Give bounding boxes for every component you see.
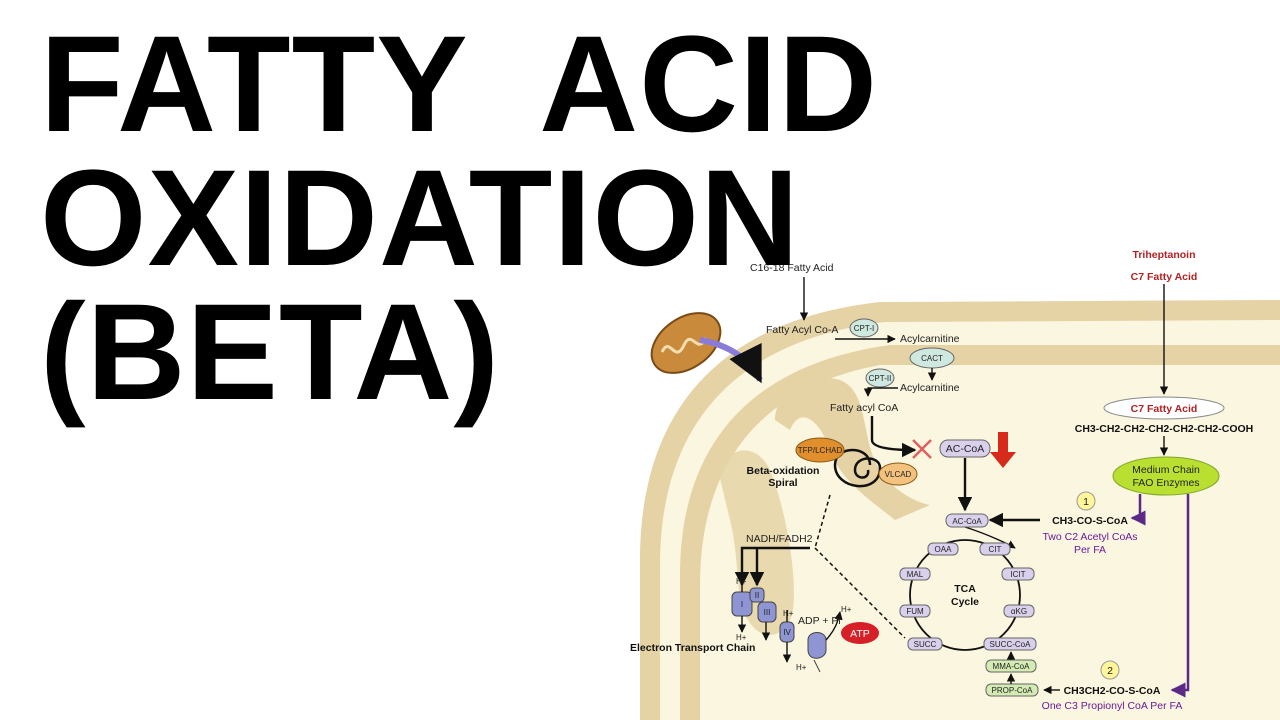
dashed-link-spiral [814,494,831,549]
beta-spiral-label-2: Spiral [768,477,797,489]
complex-iv-label: IV [783,628,791,637]
cpt1-enzyme [849,318,879,338]
fatty-acyl-coa-arrow [870,416,917,458]
dashed-link-tca [814,547,906,639]
title-line-2: OXIDATION [40,142,800,295]
vlcad-enzyme [878,462,918,486]
complex-iii-label: III [764,608,771,617]
cpt2-label: CPT-II [869,374,892,383]
acetyl-note-2: Per FA [1074,544,1106,556]
fatty-acyl-coa-top-label: Fatty Acyl Co-A [766,324,838,336]
page-title: FATTY ACID OXIDATION (BETA) [40,8,879,429]
complex-i-label: I [741,600,743,609]
cit-label: CIT [989,545,1002,554]
oaa-box [927,542,959,556]
atp-badge [841,622,879,644]
c16-18-label: C16-18 Fatty Acid [750,262,834,274]
prop-coa-box [985,683,1039,697]
akg-label: αKG [1011,607,1027,616]
tca-intermediates: OAA CIT MAL ICIT FUM αKG SUCC SUCC-CoA M… [899,542,1039,697]
fum-label: FUM [906,607,924,616]
electron-transport-chain: I II III IV [731,578,843,673]
succ-label: SUCC [914,640,937,649]
triheptanoin-label: Triheptanoin [1133,249,1196,261]
succ-coa-label: SUCC-CoA [990,640,1032,649]
propionyl-note: One C3 Propionyl CoA Per FA [1042,700,1183,712]
cpt2-enzyme [865,368,895,388]
cit-box [979,542,1011,556]
h-plus-2: H+ [736,633,747,642]
h-plus-4: H+ [841,605,852,614]
h-plus-3: H+ [783,609,794,618]
beta-oxidation-spiral: TFP/LCHAD VLCAD [795,437,918,488]
complex-ii-label: II [755,591,759,600]
succ-coa-box [983,637,1037,651]
purple-arrow-propionyl [1170,494,1190,698]
icit-box [1001,567,1035,581]
step1-badge [1076,491,1096,511]
propionyl-formula: CH3CH2-CO-S-CoA [1064,685,1161,697]
tca-label-1: TCA [954,583,976,595]
h-plus-1: H+ [736,577,747,586]
step2-badge [1100,660,1120,680]
mma-coa-label: MMA-CoA [993,662,1031,671]
ac-coa-top-label: AC-CoA [946,443,985,455]
acetyl-note-1: Two C2 Acetyl CoAs [1042,531,1137,543]
adp-pi-label: ADP + Pi [798,615,841,627]
c7-fatty-acid-box [1103,396,1225,420]
atp-label: ATP [850,628,870,640]
tfp-lchad-label: TFP/LCHAD [798,446,843,455]
medium-chain-label-1: Medium Chain [1132,464,1200,476]
ac-coa-cycle-box [945,513,989,528]
cpt1-label: CPT-I [854,324,874,333]
mal-label: MAL [907,570,924,579]
h-plus-5: H+ [796,663,807,672]
mal-box [899,567,931,581]
tfp-lchad-enzyme [795,437,845,463]
nadh-arrow-1 [734,546,810,587]
etc-label: Electron Transport Chain [630,642,755,654]
prop-coa-label: PROP-CoA [992,686,1034,695]
c7-fatty-acid-box-label: C7 Fatty Acid [1131,403,1198,415]
title-line-1: FATTY ACID [40,8,879,161]
cpt2-arrow [863,387,898,397]
complex-ii [749,587,765,603]
ac-coa-cycle-label: AC-CoA [952,517,982,526]
akg-box [1003,604,1035,618]
oaa-label: OAA [935,545,953,554]
vlcad-label: VLCAD [885,470,912,479]
tca-cycle [909,526,1021,651]
acylcarnitine-1-label: Acylcarnitine [900,333,960,345]
fatty-acyl-coa-inner-label: Fatty acyl CoA [830,402,898,414]
medium-chain-fao-enzymes [1112,456,1220,496]
icit-label: ICIT [1010,570,1025,579]
title-line-3: (BETA) [40,276,501,429]
step2-label: 2 [1107,665,1113,677]
blocked-x-icon [912,439,932,459]
mitochondrion-icon [650,312,763,384]
acetyl-formula: CH3-CO-S-CoA [1052,515,1128,527]
c7-fatty-acid-top-label: C7 Fatty Acid [1131,271,1198,283]
complex-iii [757,601,777,623]
medium-chain-label-2: FAO Enzymes [1132,477,1199,489]
tca-label-2: Cycle [951,596,979,608]
succ-box [907,637,943,651]
c7-formula: CH3-CH2-CH2-CH2-CH2-CH2-COOH [1075,423,1254,435]
atp-synthase [807,632,827,673]
purple-arrow-acetyl [1130,494,1146,526]
fum-box [899,604,931,618]
step1-label: 1 [1083,496,1089,508]
ac-coa-top-box [939,439,991,458]
cact-label: CACT [921,354,943,363]
beta-spiral-label-1: Beta-oxidation [747,465,820,477]
nadh-label: NADH/FADH2 [746,533,813,545]
red-down-arrow-icon [990,432,1016,468]
acylcarnitine-2-label: Acylcarnitine [900,382,960,394]
